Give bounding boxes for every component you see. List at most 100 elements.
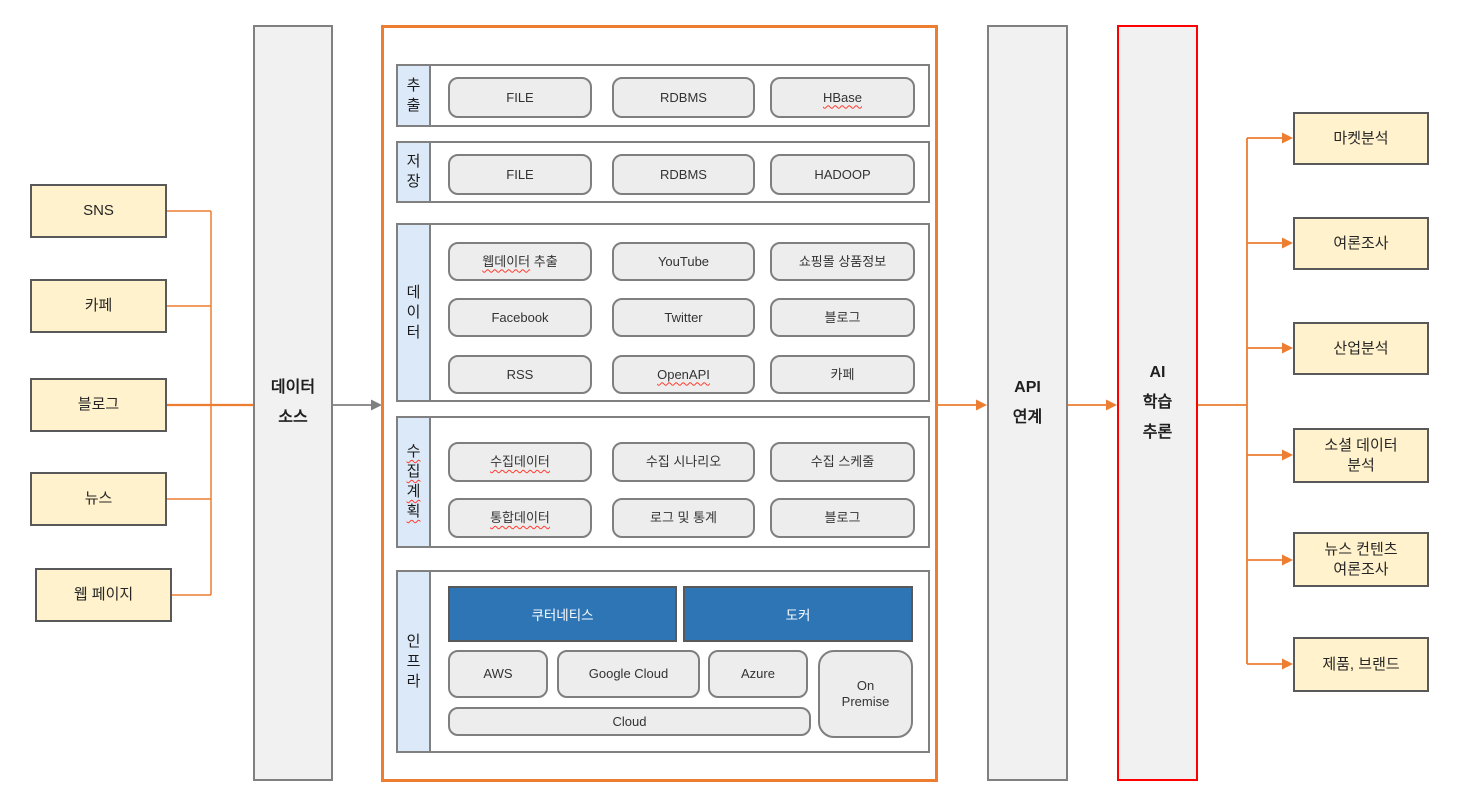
cloud-bar-item: Cloud (448, 707, 811, 736)
output-node-label: 제품, 브랜드 (1322, 655, 1400, 673)
collection-plan-row: 수집계획 수집데이터 수집 시나리오 수집 스케줄 통합데이터 로그 및 통계 … (396, 416, 930, 548)
pipeline-item-label: YouTube (657, 253, 710, 269)
api-stage-label-line1: API (1014, 379, 1041, 396)
pipeline-item: 카페 (770, 355, 915, 394)
ai-stage: AI 학습 추론 (1117, 25, 1198, 781)
output-node-label: 소셜 데이터 분석 (1324, 436, 1398, 474)
pipeline-item-label: FILE (506, 89, 534, 105)
pipeline-item-label: Twitter (664, 309, 703, 325)
pipeline-item: FILE (448, 154, 592, 195)
cloud-item-azure: Azure (708, 650, 808, 698)
pipeline-item: 통합데이터 (448, 498, 592, 538)
source-node-cafe: 카페 (30, 279, 167, 333)
output-node-label: 뉴스 컨텐츠 여론조사 (1324, 540, 1398, 578)
data-row-strip: 데이터 (398, 225, 431, 400)
pipeline-item: Twitter (612, 298, 755, 337)
source-node-sns: SNS (30, 184, 167, 238)
pipeline-item-label: HBase (822, 89, 863, 105)
pipeline-item-label: 로그 및 통계 (649, 510, 718, 525)
pipeline-item-label-part: 웹데이터 (482, 253, 531, 269)
data-source-label-line2: 소스 (278, 409, 308, 426)
extract-row-strip: 추출 (398, 66, 431, 125)
api-stage: API 연계 (987, 25, 1068, 781)
on-premise-label: On Premise (841, 678, 890, 709)
pipeline-item: YouTube (612, 242, 755, 281)
pipeline-item: 쇼핑몰 상품정보 (770, 242, 915, 281)
on-premise-item: On Premise (818, 650, 913, 738)
source-node-label: 웹 페이지 (73, 586, 134, 603)
output-node-social-data-analysis: 소셜 데이터 분석 (1293, 428, 1429, 483)
platform-item-label: 쿠터네티스 (531, 608, 594, 623)
output-node-market-analysis: 마켓분석 (1293, 112, 1429, 165)
store-row-label: 저장 (406, 153, 421, 190)
pipeline-item: 로그 및 통계 (612, 498, 755, 538)
pipeline-item: RDBMS (612, 154, 755, 195)
collection-system-panel: 추출 FILE RDBMS HBase 저장 FILE RDBMS (381, 25, 938, 782)
source-node-label: 뉴스 (84, 490, 113, 507)
api-stage-label-line2: 연계 (1012, 409, 1043, 426)
pipeline-item-label: 통합데이터 (490, 510, 550, 525)
output-node-industry-analysis: 산업분석 (1293, 322, 1429, 375)
source-node-label: 카페 (84, 297, 113, 314)
output-node-label: 산업분석 (1333, 339, 1389, 357)
ai-stage-label-line1: AI (1149, 364, 1166, 381)
source-node-blog: 블로그 (30, 378, 167, 432)
data-source-label-line1: 데이터 (270, 379, 316, 396)
pipeline-item-label: 수집데이터 (490, 454, 550, 469)
infra-row-strip: 인프라 (398, 572, 431, 751)
collection-plan-row-strip: 수집계획 (398, 418, 431, 546)
pipeline-item: 블로그 (770, 298, 915, 337)
output-node-product-brand: 제품, 브랜드 (1293, 637, 1429, 692)
cloud-item-label: Google Cloud (588, 666, 669, 681)
pipeline-item-label: 웹데이터 추출 (482, 254, 557, 270)
infra-row: 인프라 쿠터네티스 도커 AWS Google Cloud Azure On P… (396, 570, 930, 753)
pipeline-item-label: RDBMS (660, 89, 707, 105)
pipeline-item-label: 쇼핑몰 상품정보 (798, 253, 887, 269)
extract-row: 추출 FILE RDBMS HBase (396, 64, 930, 127)
infra-row-label: 인프라 (406, 632, 421, 690)
platform-item-kubernetes: 쿠터네티스 (448, 586, 677, 642)
pipeline-item-label: 블로그 (824, 309, 861, 325)
cloud-item-aws: AWS (448, 650, 548, 698)
collection-plan-row-label: 수집계획 (406, 443, 421, 520)
pipeline-item-label: RSS (506, 366, 534, 382)
platform-item-label: 도커 (785, 608, 811, 623)
pipeline-item-label: 블로그 (824, 510, 861, 525)
data-row-label: 데이터 (406, 283, 421, 341)
pipeline-item-label: RDBMS (660, 166, 707, 182)
pipeline-item-label: Facebook (491, 309, 549, 325)
pipeline-item: 웹데이터 추출 (448, 242, 592, 281)
output-node-label: 마켓분석 (1333, 129, 1389, 147)
pipeline-item: HBase (770, 77, 915, 118)
pipeline-item: OpenAPI (612, 355, 755, 394)
source-node-label: SNS (83, 202, 114, 219)
pipeline-item-label: HADOOP (814, 166, 871, 182)
store-row: 저장 FILE RDBMS HADOOP (396, 141, 930, 203)
cloud-item-label: Azure (741, 666, 775, 681)
pipeline-item-label: OpenAPI (657, 366, 710, 382)
source-node-news: 뉴스 (30, 472, 167, 526)
pipeline-item-label: FILE (506, 166, 534, 182)
pipeline-item: 블로그 (770, 498, 915, 538)
output-node-opinion-poll: 여론조사 (1293, 217, 1429, 270)
pipeline-item: 수집 시나리오 (612, 442, 755, 482)
source-node-label: 블로그 (77, 396, 120, 413)
ai-stage-label-line2: 학습 (1142, 394, 1173, 411)
pipeline-item: RSS (448, 355, 592, 394)
pipeline-item: FILE (448, 77, 592, 118)
store-row-strip: 저장 (398, 143, 431, 201)
data-source-stage: 데이터 소스 (253, 25, 333, 781)
pipeline-item: HADOOP (770, 154, 915, 195)
platform-item-docker: 도커 (683, 586, 913, 642)
pipeline-item-label-part: 추출 (530, 253, 558, 269)
pipeline-item: 수집 스케줄 (770, 442, 915, 482)
pipeline-item: 수집데이터 (448, 442, 592, 482)
cloud-item-google-cloud: Google Cloud (557, 650, 700, 698)
pipeline-item: Facebook (448, 298, 592, 337)
pipeline-item: RDBMS (612, 77, 755, 118)
extract-row-label: 추출 (406, 76, 421, 114)
output-node-news-content-poll: 뉴스 컨텐츠 여론조사 (1293, 532, 1429, 587)
data-row: 데이터 웹데이터 추출 YouTube 쇼핑몰 상품정보 Facebook Tw… (396, 223, 930, 402)
output-node-label: 여론조사 (1333, 234, 1389, 252)
